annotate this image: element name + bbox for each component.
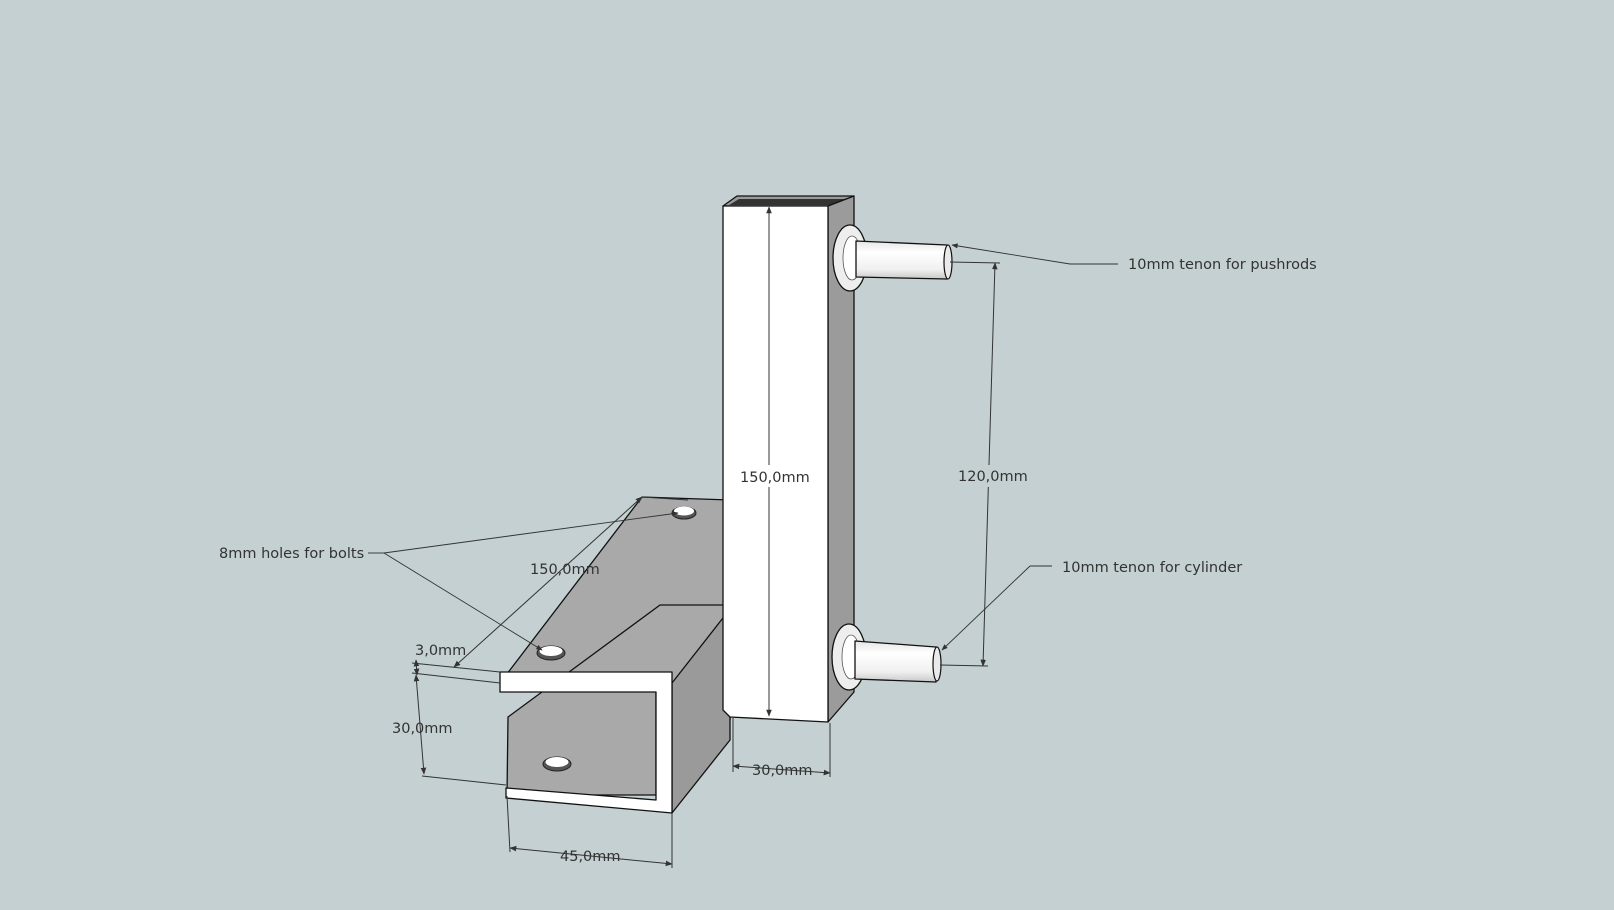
- dimension-plate-thickness: [411, 659, 501, 684]
- dimension-bracket-width: [506, 795, 673, 868]
- label-holes-bolts: 8mm holes for bolts: [219, 546, 364, 562]
- bracket-end-profile: [499, 671, 673, 814]
- label-tenon-cylinder: 10mm tenon for cylinder: [1062, 560, 1242, 576]
- dimension-bracket-height: [413, 674, 507, 786]
- label-bracket-height: 30,0mm: [392, 721, 453, 737]
- dimension-tenon-spacing: [939, 261, 1001, 667]
- channel-bracket: [499, 496, 731, 814]
- label-tenon-spacing: 120,0mm: [958, 469, 1028, 485]
- vertical-post: [722, 195, 855, 723]
- dimension-bracket-length: [453, 496, 689, 668]
- bolt-hole-2: [536, 645, 566, 661]
- label-plate-thickness: 3,0mm: [415, 643, 466, 659]
- leader-cylinder: [941, 565, 1052, 651]
- leader-holes: [368, 511, 679, 651]
- leader-pushrods: [951, 243, 1118, 265]
- dimension-post-width: [732, 718, 831, 777]
- label-tenon-pushrods: 10mm tenon for pushrods: [1128, 257, 1317, 273]
- label-post-width: 30,0mm: [752, 763, 813, 779]
- tenon-cylinder: [831, 623, 942, 691]
- post-front-face: [722, 205, 829, 723]
- label-post-height: 150,0mm: [740, 470, 810, 486]
- bolt-hole-3: [542, 756, 572, 772]
- label-bracket-length: 150,0mm: [530, 562, 600, 578]
- label-bracket-width: 45,0mm: [560, 849, 621, 865]
- tenon-pushrods: [832, 224, 953, 292]
- bolt-hole-1: [671, 506, 697, 520]
